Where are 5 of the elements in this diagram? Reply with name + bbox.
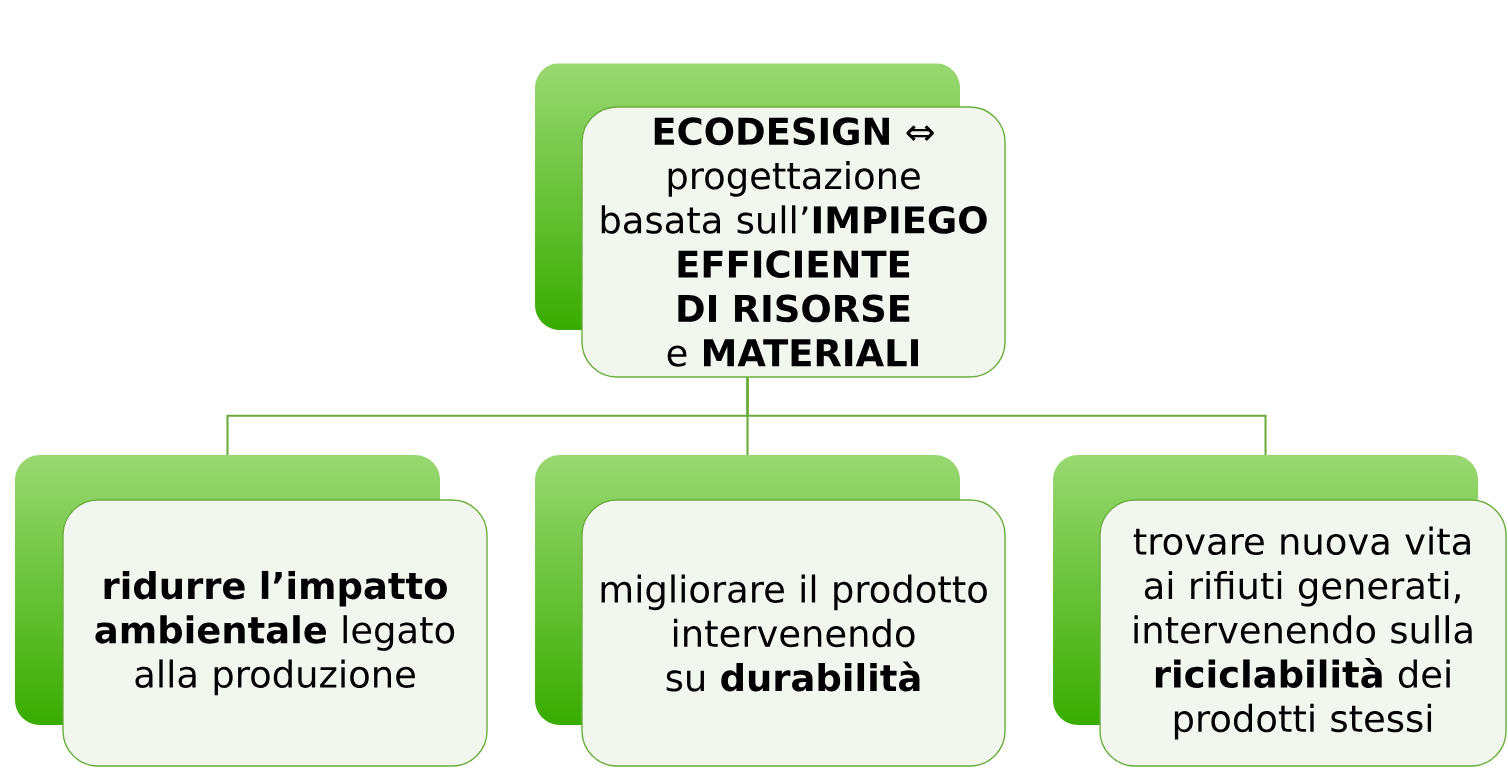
connector-line <box>746 377 1267 455</box>
text-card: migliorare il prodotto intervenendo su durabilità <box>581 499 1006 767</box>
text-card: ECODESIGN ⇔ progettazione basata sull’IMPIEGO EFFICIENTE DI RISORSE e MATERIALI <box>581 106 1006 378</box>
text-card: trovare nuova vita ai rifiuti generati, intervenendo sulla riciclabilità dei prodotti stessi <box>1099 499 1507 767</box>
text-card: ridurre l’impatto ambientale legato alla produzione <box>62 499 488 767</box>
